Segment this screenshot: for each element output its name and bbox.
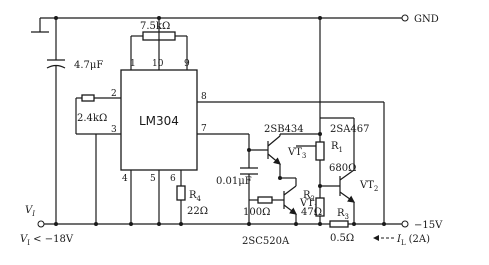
- r4-value: 22Ω: [187, 206, 208, 217]
- junction-dot: [278, 176, 282, 180]
- junction-dot: [54, 222, 58, 226]
- pin-5-label: 5: [150, 174, 156, 184]
- junction-dot: [352, 222, 356, 226]
- feedback-capacitor-label: 0.01μF: [216, 176, 252, 187]
- junction-dot: [179, 222, 183, 226]
- r2-value: 47Ω: [301, 207, 322, 218]
- resistor-100: [249, 196, 273, 204]
- vt2-part-label: 2SA467: [330, 124, 370, 135]
- input-capacitor-label: 4.7μF: [74, 60, 103, 71]
- chip-name: LM304: [139, 114, 179, 128]
- junction-dot: [157, 16, 161, 20]
- pin-3-label: 3: [111, 125, 117, 135]
- junction-dot: [382, 222, 386, 226]
- resistor-r2: [315, 186, 325, 224]
- load-current-label: IL(2A): [396, 234, 430, 247]
- gnd-terminal[interactable]: [401, 14, 409, 22]
- vi-terminal[interactable]: [37, 220, 45, 228]
- vt3-transistor: [248, 134, 281, 178]
- junction-dot: [157, 222, 161, 226]
- junction-dot: [247, 222, 251, 226]
- junction-dot: [294, 222, 298, 226]
- r1-value: 680Ω: [329, 163, 356, 174]
- pin-1-label: 1: [130, 59, 136, 69]
- pin-8-label: 8: [201, 92, 207, 102]
- junction-dot: [247, 148, 251, 152]
- pin-4-label: 4: [122, 174, 128, 184]
- junction-dot: [318, 16, 322, 20]
- junction-dot: [54, 16, 58, 20]
- vt2-transistor: [320, 134, 355, 224]
- resistor-100-label: 100Ω: [243, 207, 270, 218]
- feedback-capacitor: [240, 150, 258, 224]
- vt3-label: VT3: [287, 147, 306, 160]
- pin-7-label: 7: [201, 124, 207, 134]
- vt1-part-label: 2SC520A: [242, 236, 290, 247]
- resistor-7k5-label: 7.5kΩ: [140, 21, 170, 32]
- junction-dot: [318, 222, 322, 226]
- r3-label: R3: [337, 208, 349, 221]
- vi-condition-label: VI < −18V: [20, 234, 74, 247]
- output-label: −15V: [414, 220, 443, 231]
- pin-10-label: 10: [152, 59, 164, 69]
- vi-label: VI: [25, 205, 35, 218]
- r2-label: R2: [303, 190, 315, 203]
- junction-dot: [318, 184, 322, 188]
- r1-label: R1: [331, 141, 343, 154]
- gnd-label: GND: [414, 14, 439, 25]
- r4-label: R4: [189, 190, 202, 203]
- lm304-chip: [120, 69, 198, 171]
- pin-9-label: 9: [184, 59, 190, 69]
- junction-dot: [94, 222, 98, 226]
- resistor-r4: [176, 185, 186, 224]
- vt1-transistor: [272, 177, 297, 224]
- pin-2-label: 2: [111, 89, 117, 99]
- resistor-r3: [320, 220, 402, 228]
- resistor-2k4-label: 2.4kΩ: [77, 113, 107, 124]
- junction-dot: [318, 132, 322, 136]
- gnd-rail: [31, 17, 402, 33]
- input-capacitor: [46, 18, 66, 224]
- pin-6-label: 6: [170, 174, 176, 184]
- vt3-part-label: 2SB434: [264, 124, 304, 135]
- output-terminal[interactable]: [401, 220, 409, 228]
- junction-dot: [129, 222, 133, 226]
- vt2-label: VT2: [359, 180, 378, 193]
- resistor-2k4: [75, 94, 121, 224]
- resistor-r1: [315, 134, 325, 186]
- r3-value: 0.5Ω: [330, 233, 354, 244]
